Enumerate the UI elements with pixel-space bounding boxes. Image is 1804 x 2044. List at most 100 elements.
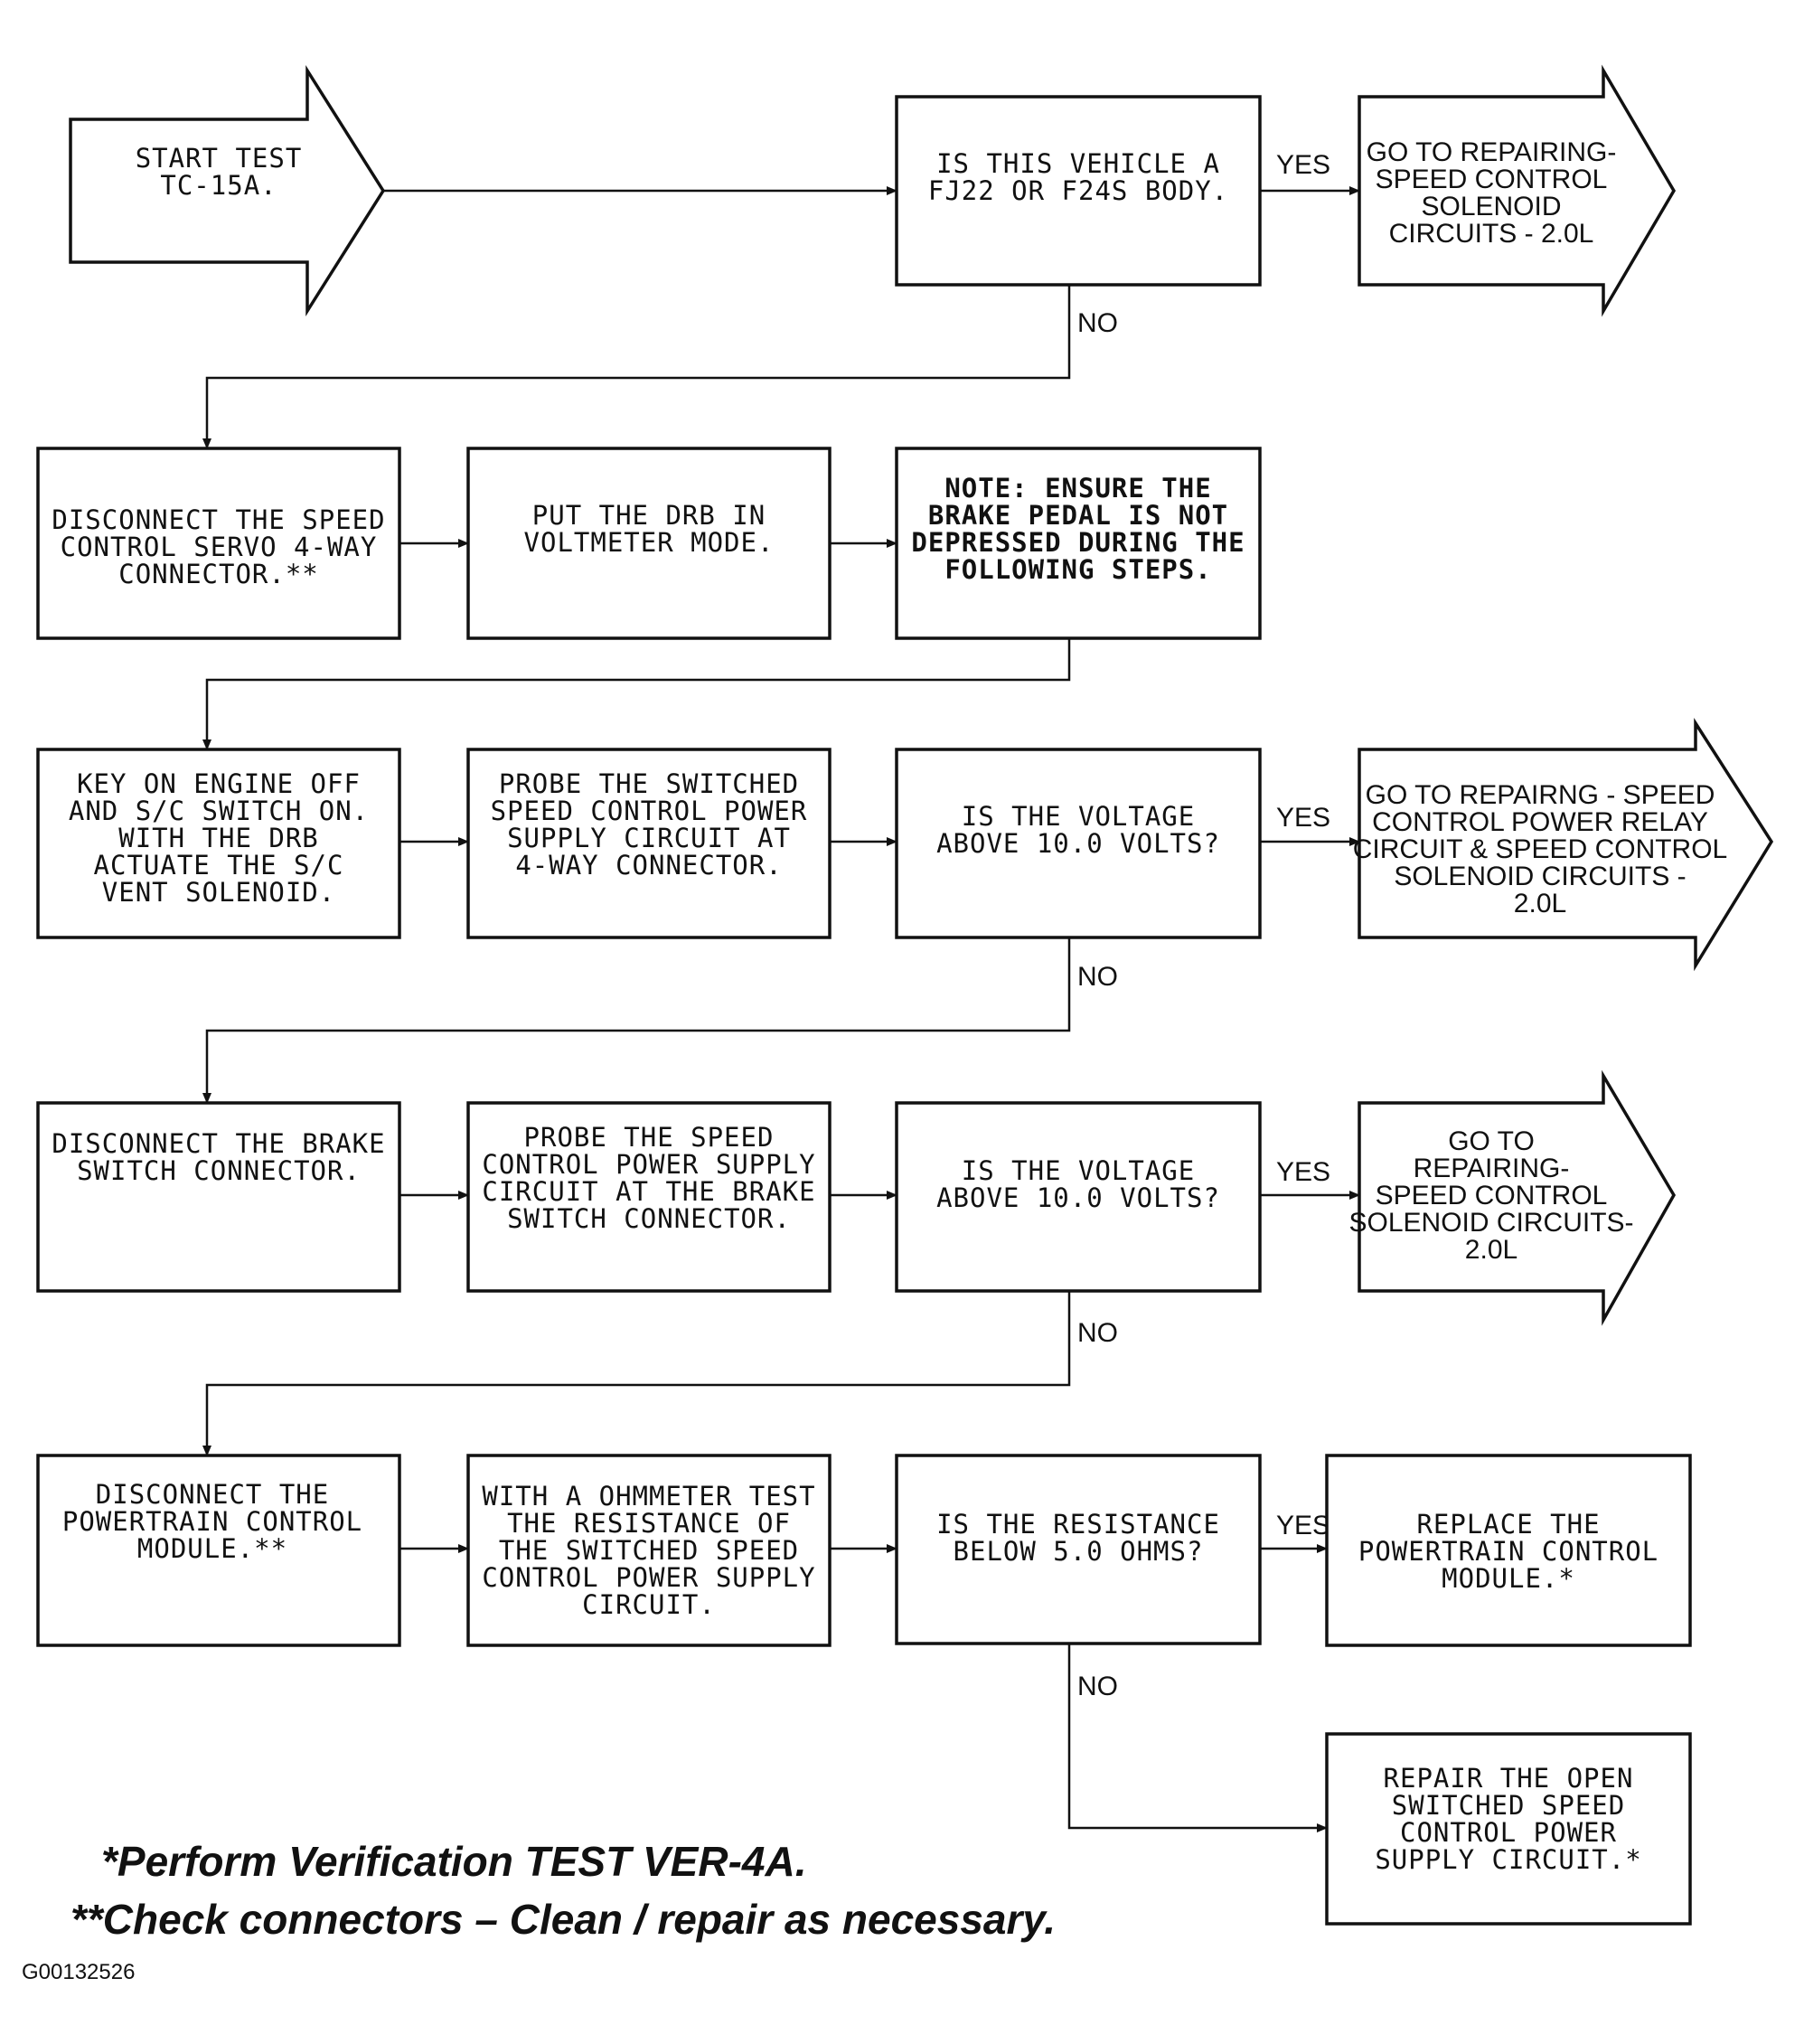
node-text-line: 2.0L — [1514, 889, 1566, 918]
edge-q-volt2-no — [202, 1291, 1071, 1456]
probe-4way-node — [466, 748, 832, 939]
node-text-line: SUPPLY CIRCUIT.* — [1375, 1844, 1641, 1875]
node-text-line: 2.0L — [1465, 1235, 1517, 1265]
node-text-line: CONTROL POWER SUPPLY — [482, 1149, 815, 1180]
node-text-line: SWITCH CONNECTOR. — [77, 1155, 361, 1186]
node-text-line: AND S/C SWITCH ON. — [69, 796, 369, 826]
node-text-line: IS THE VOLTAGE — [962, 1155, 1195, 1186]
label-no-3: NO — [1077, 1318, 1118, 1348]
goto-solenoid-2-arrow-node — [1358, 1069, 1677, 1326]
node-text-line: SPEED CONTROL — [1376, 1181, 1608, 1210]
node-text-line: CIRCUIT & SPEED CONTROL — [1353, 834, 1728, 864]
question-voltage-2-node — [895, 1101, 1262, 1293]
node-text-line: IS THE VOLTAGE — [962, 801, 1195, 832]
probe-brake-node — [466, 1101, 832, 1293]
disconnect-pcm-node — [36, 1454, 401, 1647]
node-text-line: CONTROL POWER SUPPLY — [482, 1562, 815, 1593]
label-yes-3: YES — [1276, 1157, 1330, 1187]
label-yes-2: YES — [1276, 803, 1330, 833]
node-text-line: DISCONNECT THE SPEED — [52, 504, 385, 535]
disconnect-servo-node — [36, 447, 401, 640]
node-text-line: CIRCUIT AT THE BRAKE — [482, 1176, 815, 1207]
node-text-line: ACTUATE THE S/C — [94, 850, 344, 881]
node-text-line: START TEST — [136, 143, 303, 174]
nodes — [36, 64, 1774, 1926]
node-text-line: REPAIR THE OPEN — [1384, 1763, 1634, 1794]
question-resistance-node — [895, 1454, 1262, 1645]
node-text-line: POWERTRAIN CONTROL — [1358, 1536, 1658, 1567]
node-text-line: GO TO — [1448, 1126, 1535, 1156]
node-text-line: REPAIRING- — [1414, 1154, 1570, 1183]
node-text-line: SPEED CONTROL POWER — [491, 796, 808, 826]
drb-voltmeter-node — [466, 447, 832, 640]
node-text-line: 4-WAY CONNECTOR. — [515, 850, 782, 881]
node-text-line: FOLLOWING STEPS. — [944, 554, 1211, 585]
node-text-line: GO TO REPAIRING- — [1367, 137, 1617, 167]
question-voltage-1-node — [895, 748, 1262, 939]
node-text-line: TC-15A. — [160, 170, 277, 201]
edge-labels: YES NO YES NO YES NO YES NO — [1077, 150, 1330, 1701]
node-text-line: THE SWITCHED SPEED — [499, 1535, 799, 1566]
goto-solenoid-1-arrow-node — [1358, 64, 1677, 317]
footnote-verification: *Perform Verification TEST VER-4A. — [101, 1838, 807, 1885]
label-yes-4: YES — [1276, 1511, 1330, 1540]
edge-note-to-key — [202, 639, 1071, 750]
node-text-line: PROBE THE SWITCHED — [499, 768, 799, 799]
ohmmeter-test-node — [466, 1454, 832, 1647]
repair-open-circuit-node — [1325, 1732, 1692, 1926]
question-vehicle-body-node — [895, 95, 1262, 287]
node-text-line: REPLACE THE — [1416, 1509, 1600, 1540]
connectors — [202, 186, 1360, 1832]
node-text-line: DISCONNECT THE BRAKE — [52, 1128, 385, 1159]
node-text-line: GO TO REPAIRNG - SPEED — [1366, 780, 1715, 810]
node-text-line: WITH A OHMMETER TEST — [482, 1481, 815, 1512]
node-text-line: CONNECTOR.** — [118, 559, 319, 589]
key-on-node — [36, 748, 401, 939]
node-text-line: CIRCUITS - 2.0L — [1389, 219, 1594, 249]
node-text-line: SWITCHED SPEED — [1392, 1790, 1625, 1821]
node-text-line: KEY ON ENGINE OFF — [77, 768, 361, 799]
goto-relay-arrow-node — [1358, 718, 1774, 972]
edge-q-vehicle-no — [202, 285, 1071, 449]
node-text-line: WITH THE DRB — [118, 823, 319, 853]
node-text-line: IS THIS VEHICLE A — [936, 148, 1220, 179]
label-yes-1: YES — [1276, 150, 1330, 180]
edge-q-res-no — [1067, 1644, 1328, 1832]
node-text-line: PUT THE DRB IN — [532, 500, 766, 531]
node-text-line: SPEED CONTROL — [1376, 165, 1608, 194]
node-text-line: THE RESISTANCE OF — [507, 1508, 791, 1539]
node-text-line: FJ22 OR F24S BODY. — [928, 175, 1228, 206]
node-text-line: IS THE RESISTANCE — [936, 1509, 1220, 1540]
node-text-line: SOLENOID — [1421, 192, 1561, 221]
node-text-line: POWERTRAIN CONTROL — [62, 1506, 362, 1537]
figure-code: G00132526 — [22, 1960, 136, 1984]
node-text-line: CONTROL POWER RELAY — [1372, 807, 1708, 837]
node-text-line: SOLENOID CIRCUITS- — [1348, 1208, 1633, 1238]
node-text-line: CIRCUIT. — [582, 1589, 716, 1620]
footnote-connectors: **Check connectors – Clean / repair as n… — [70, 1896, 1057, 1943]
node-text-line: DEPRESSED DURING THE — [911, 527, 1245, 558]
start-arrow-node — [69, 64, 386, 317]
label-no-1: NO — [1077, 308, 1118, 338]
node-text-line: CONTROL SERVO 4-WAY — [61, 532, 378, 562]
node-text-line: BRAKE PEDAL IS NOT — [928, 500, 1228, 531]
node-text-line: SUPPLY CIRCUIT AT — [507, 823, 791, 853]
node-text-line: VENT SOLENOID. — [102, 877, 335, 908]
note-brake-node — [895, 447, 1262, 640]
node-text-line: ABOVE 10.0 VOLTS? — [936, 1182, 1220, 1213]
